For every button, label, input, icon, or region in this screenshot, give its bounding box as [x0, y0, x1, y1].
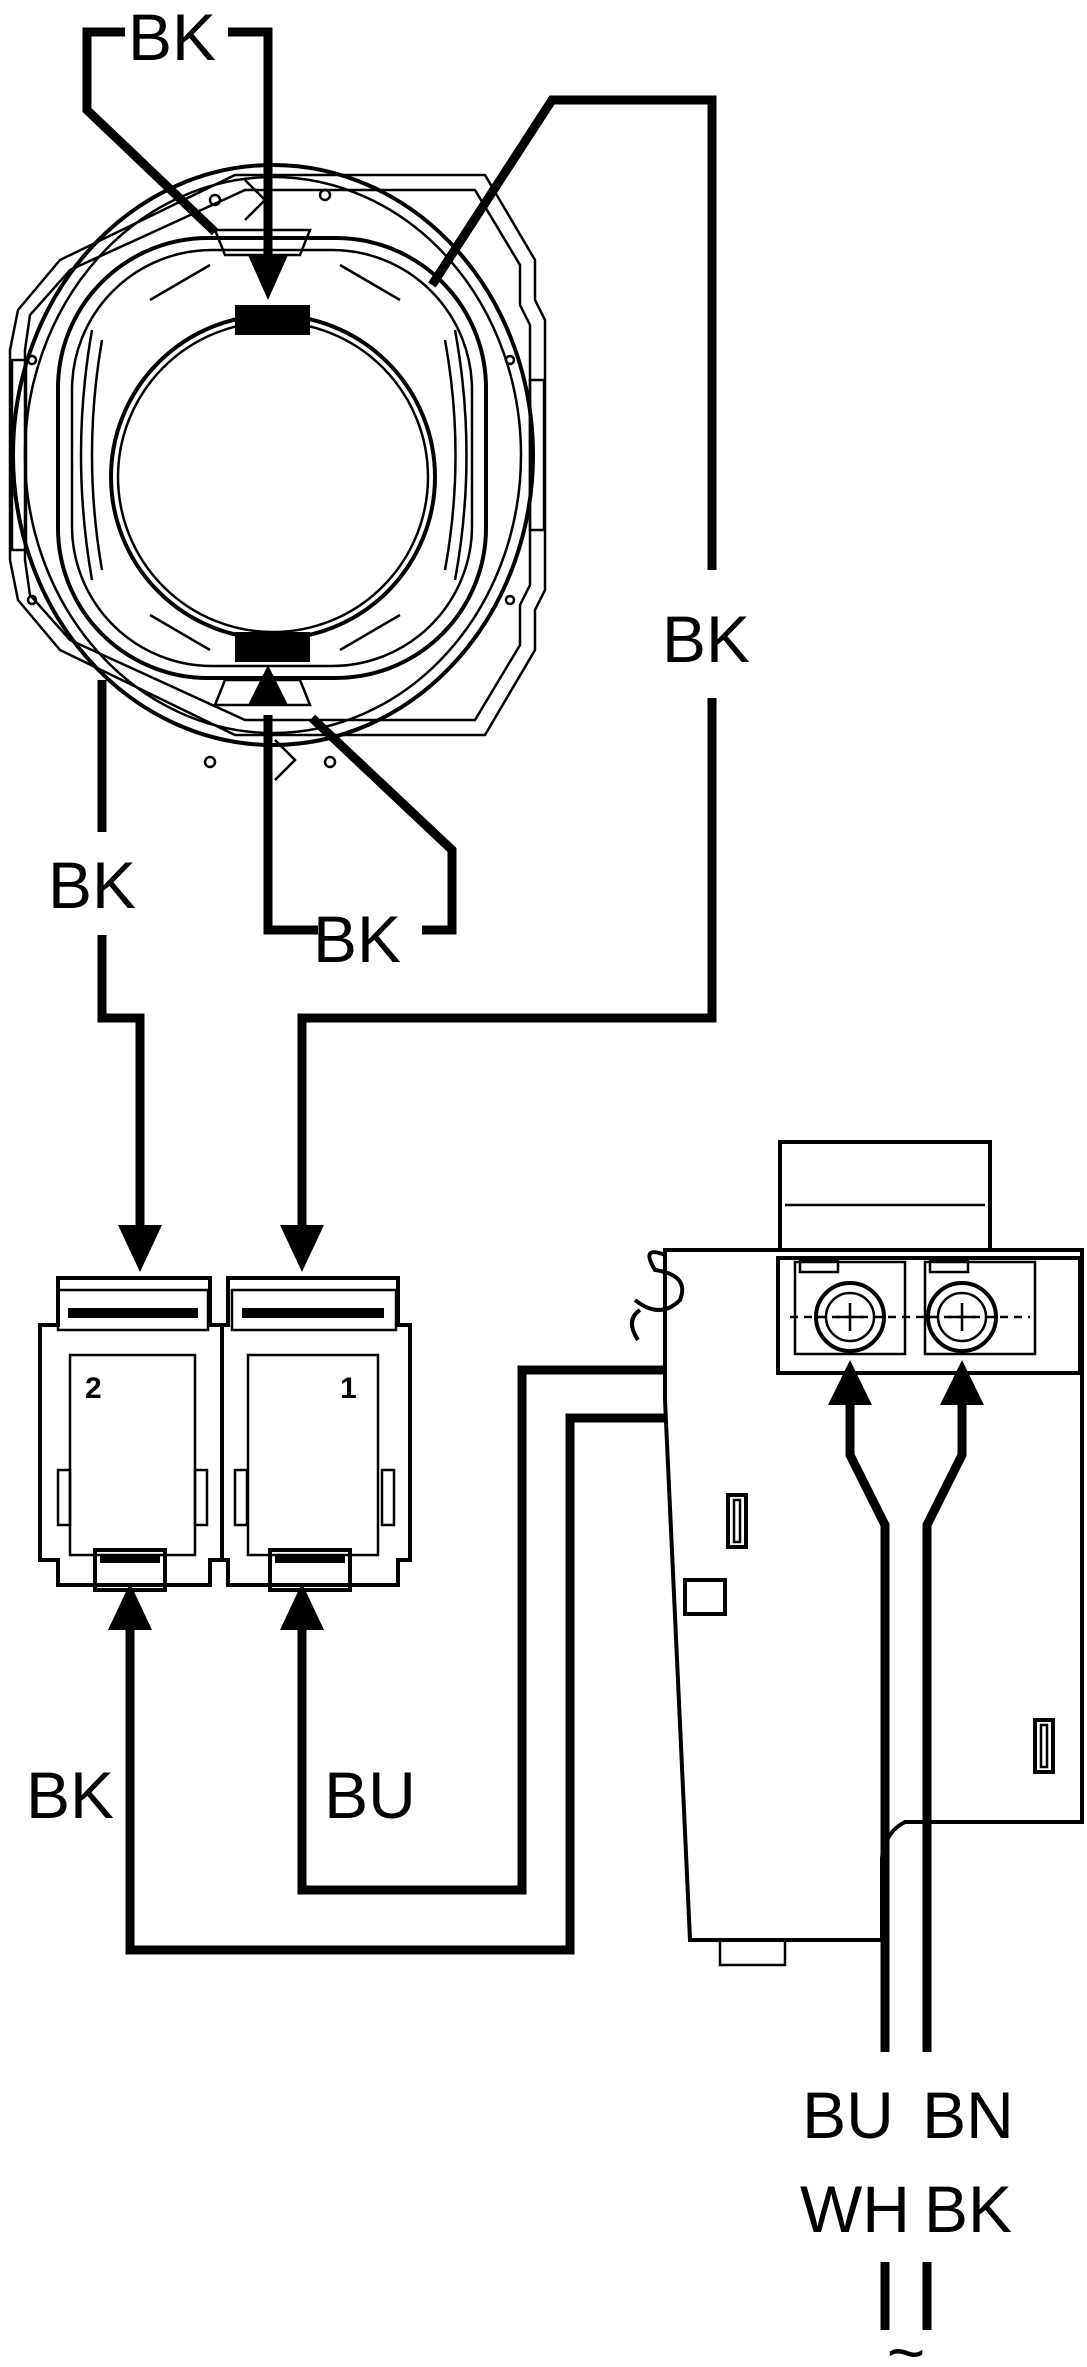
supply-symbol: ~ — [887, 2315, 926, 2367]
right-slot — [453, 329, 468, 581]
psu-foot — [718, 1940, 787, 1967]
psu-led-window-inner — [732, 1498, 742, 1544]
device-inner-frame — [56, 236, 488, 680]
arrow-top-contact — [248, 255, 288, 300]
screw-dot — [504, 354, 516, 366]
bottom-contact-block — [235, 632, 310, 662]
psu-output-wires — [108, 1365, 665, 1955]
wire-bottom-center — [263, 715, 318, 935]
psu-screw-left — [814, 1281, 886, 1353]
label-supply-left-top: BU — [802, 2078, 894, 2152]
supply-input-wires — [828, 1360, 984, 2330]
arrow-bk-terminal-2 — [108, 1583, 152, 1630]
terminal-2-spring — [68, 1308, 198, 1318]
psu-hook — [630, 1250, 685, 1342]
wire-bk-to-terminal-2 — [125, 1413, 665, 1955]
terminal-1-body — [246, 1353, 380, 1557]
screw-dot — [318, 188, 332, 202]
device-outer-ring — [11, 163, 535, 747]
arrow-terminal-1 — [280, 1225, 324, 1272]
top-right-slot — [339, 263, 401, 302]
screw-dot — [26, 594, 38, 606]
top-clamp — [213, 228, 312, 257]
bottom-notch — [274, 739, 297, 781]
label-bottom-center: BK — [313, 902, 401, 976]
label-lower-middle: BU — [324, 1758, 416, 1832]
left-slot-inner — [90, 339, 104, 571]
wire-supply-left — [845, 1405, 890, 2052]
label-top-left: BK — [128, 0, 216, 74]
terminal-2-entry — [93, 1548, 167, 1592]
label-left-vertical: BK — [48, 848, 136, 922]
screw-dot — [504, 594, 516, 606]
arrow-terminal-2 — [118, 1225, 162, 1272]
terminal-2-housing — [38, 1276, 224, 1587]
terminal-1-entry — [268, 1548, 352, 1592]
terminal-1-housing — [220, 1276, 412, 1587]
psu-led-window — [726, 1493, 748, 1549]
label-right-vertical: BK — [662, 602, 750, 676]
power-supply — [630, 1140, 1084, 1967]
label-supply-left-bottom: WH — [800, 2172, 910, 2246]
right-slot-inner — [443, 339, 457, 571]
screw-dot — [203, 755, 217, 769]
terminal-2-slot — [56, 1468, 72, 1527]
terminal-1-number: 1 — [340, 1372, 357, 1405]
wire-right-lower — [297, 698, 717, 1225]
arrow-bu-terminal-1 — [280, 1583, 324, 1630]
device-ring-line — [23, 175, 523, 735]
psu-terminal-right-box — [923, 1260, 1037, 1356]
terminal-2-top — [56, 1288, 210, 1332]
device-mounting-plate-outer — [8, 173, 547, 737]
top-notch — [244, 179, 267, 221]
top-left-slot — [149, 263, 211, 302]
label-lower-left: BK — [26, 1758, 114, 1832]
terminal-block: 2 1 — [38, 1276, 412, 1592]
arrow-supply-right — [940, 1360, 984, 1405]
top-wires — [82, 27, 717, 1272]
wire-left-lower — [97, 935, 145, 1225]
screw-dot — [26, 354, 38, 366]
wire-right-upper — [428, 95, 717, 570]
label-supply-right-top: BN — [922, 2078, 1014, 2152]
terminal-2-number: 2 — [85, 1372, 102, 1405]
wire-top-center — [228, 27, 273, 255]
right-ear-tab — [528, 378, 546, 532]
terminal-1-slot — [233, 1468, 249, 1527]
device-center-inner-circle — [116, 320, 430, 634]
label-supply-right-bottom: BK — [924, 2172, 1012, 2246]
bottom-right-slot — [339, 613, 401, 652]
psu-terminal-left-box — [793, 1260, 907, 1356]
left-slot — [79, 329, 94, 581]
screw-dot — [323, 755, 337, 769]
arrow-supply-left — [828, 1360, 872, 1405]
terminal-1-slot-right — [380, 1468, 396, 1527]
psu-square-window — [683, 1578, 727, 1616]
wire-bottom-right-diagonal — [308, 714, 457, 935]
device-mounting-plate-inner — [23, 188, 532, 722]
terminal-2-slot-right — [193, 1468, 209, 1527]
psu-clip — [928, 1258, 970, 1274]
arrow-bottom-contact — [248, 665, 288, 705]
wire-supply-right — [922, 1405, 967, 2052]
psu-side-window — [1033, 1718, 1055, 1774]
bottom-left-slot — [149, 613, 211, 652]
terminal-1-entry-bar — [275, 1555, 345, 1563]
screw-dot — [208, 193, 222, 207]
psu-clip — [798, 1258, 840, 1274]
psu-screw-right — [926, 1281, 998, 1353]
terminal-2-entry-bar — [100, 1555, 160, 1563]
psu-top-cap — [778, 1140, 992, 1252]
round-device — [8, 163, 547, 781]
terminal-1-top — [230, 1288, 398, 1332]
terminal-1-spring — [242, 1308, 384, 1318]
wire-bu-to-terminal-1 — [297, 1365, 665, 1895]
psu-terminal-housing — [776, 1256, 1082, 1375]
wire-top-left-diagonal — [82, 27, 219, 236]
device-center-outer-circle — [109, 313, 437, 641]
top-contact-block — [235, 305, 310, 335]
psu-side-window-inner — [1039, 1723, 1049, 1769]
